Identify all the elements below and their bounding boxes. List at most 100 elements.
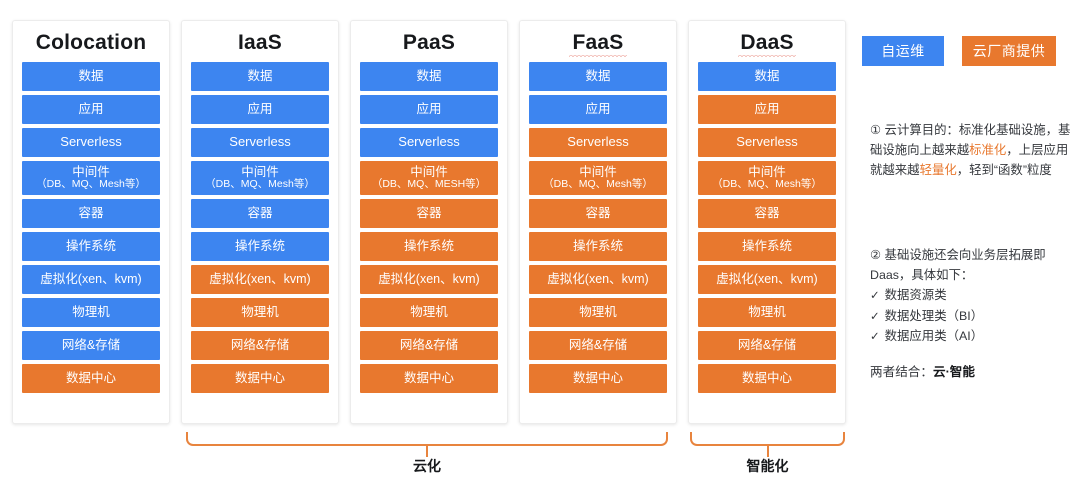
layer-label: 虚拟化(xen、kvm) <box>378 271 480 286</box>
layer-row[interactable]: 容器 <box>191 199 329 228</box>
layer-row[interactable]: 虚拟化(xen、kvm) <box>698 265 836 294</box>
layer-row[interactable]: 操作系统 <box>191 232 329 261</box>
layer-row[interactable]: 数据中心 <box>529 364 667 393</box>
column-title: PaaS <box>402 31 456 54</box>
layer-row[interactable]: 容器 <box>22 199 160 228</box>
layer-row[interactable]: 物理机 <box>360 298 498 327</box>
bracket-stem <box>766 446 769 457</box>
layer-label: 应用 <box>416 101 442 116</box>
layer-sublabel: （DB、MQ、MESH等） <box>371 178 487 191</box>
layer-label: 操作系统 <box>572 238 623 253</box>
layer-label: 容器 <box>585 205 611 220</box>
layer-row[interactable]: 中间件（DB、MQ、MESH等） <box>360 161 498 195</box>
layer-row[interactable]: 应用 <box>22 95 160 124</box>
layer-row[interactable]: 容器 <box>360 199 498 228</box>
layer-sublabel: （DB、MQ、Mesh等） <box>205 178 315 191</box>
note-2-text: 基础设施还会向业务层拓展即Daas，具体如下： <box>870 248 1046 283</box>
layer-row[interactable]: 数据 <box>191 62 329 91</box>
layer-row[interactable]: 数据中心 <box>191 364 329 393</box>
layer-row[interactable]: 物理机 <box>22 298 160 327</box>
legend-self-managed-label: 自运维 <box>881 43 925 59</box>
layer-row[interactable]: 虚拟化(xen、kvm) <box>360 265 498 294</box>
layer-stack: 数据 应用 Serverless 中间件（DB、MQ、Mesh等） 容器 操作系… <box>13 62 169 393</box>
list-item-label: 数据处理类（BI） <box>884 308 984 323</box>
layer-row[interactable]: 容器 <box>529 199 667 228</box>
layer-label: 中间件 <box>579 164 617 179</box>
layer-row[interactable]: 操作系统 <box>22 232 160 261</box>
layer-row[interactable]: 物理机 <box>698 298 836 327</box>
layer-row[interactable]: 物理机 <box>529 298 667 327</box>
layer-row[interactable]: 物理机 <box>191 298 329 327</box>
layer-label: 物理机 <box>748 304 786 319</box>
legend-cloud-provided[interactable]: 云厂商提供 <box>962 36 1056 66</box>
layer-row[interactable]: 操作系统 <box>698 232 836 261</box>
legend-self-managed[interactable]: 自运维 <box>862 36 944 66</box>
list-item: ✓数据处理类（BI） <box>870 306 1075 327</box>
layer-row[interactable]: 容器 <box>698 199 836 228</box>
layer-row[interactable]: 中间件（DB、MQ、Mesh等） <box>22 161 160 195</box>
layer-row[interactable]: 中间件（DB、MQ、Mesh等） <box>529 161 667 195</box>
layer-row[interactable]: 数据中心 <box>360 364 498 393</box>
column-card-daas[interactable]: DaaS 数据 应用 Serverless 中间件（DB、MQ、Mesh等） 容… <box>688 20 846 424</box>
column-card-iaas[interactable]: IaaS 数据 应用 Serverless 中间件（DB、MQ、Mesh等） 容… <box>181 20 339 424</box>
layer-label: 容器 <box>78 205 104 220</box>
layer-stack: 数据 应用 Serverless 中间件（DB、MQ、Mesh等） 容器 操作系… <box>520 62 676 393</box>
layer-label: 数据中心 <box>234 370 285 385</box>
layer-label: Serverless <box>736 134 798 150</box>
layer-row[interactable]: 网络&存储 <box>529 331 667 360</box>
layer-stack: 数据 应用 Serverless 中间件（DB、MQ、MESH等） 容器 操作系… <box>351 62 507 393</box>
layer-row[interactable]: Serverless <box>360 128 498 157</box>
layer-row[interactable]: 操作系统 <box>529 232 667 261</box>
layer-row[interactable]: Serverless <box>22 128 160 157</box>
layer-label: 虚拟化(xen、kvm) <box>40 271 142 286</box>
layer-row[interactable]: 应用 <box>529 95 667 124</box>
layer-row[interactable]: 网络&存储 <box>22 331 160 360</box>
layer-row[interactable]: 应用 <box>191 95 329 124</box>
layer-label: 网络&存储 <box>399 337 459 352</box>
layer-row[interactable]: 网络&存储 <box>360 331 498 360</box>
layer-row[interactable]: Serverless <box>698 128 836 157</box>
layer-row[interactable]: 应用 <box>360 95 498 124</box>
layer-row[interactable]: 数据 <box>698 62 836 91</box>
layer-label: 操作系统 <box>65 238 116 253</box>
layer-row[interactable]: 虚拟化(xen、kvm) <box>22 265 160 294</box>
layer-label: 应用 <box>78 101 104 116</box>
layer-row[interactable]: 数据 <box>529 62 667 91</box>
note-2-headline: ② 基础设施还会向业务层拓展即Daas，具体如下： <box>870 245 1075 285</box>
layer-label: 网络&存储 <box>61 337 121 352</box>
column-card-paas[interactable]: PaaS 数据 应用 Serverless 中间件（DB、MQ、MESH等） 容… <box>350 20 508 424</box>
layer-row[interactable]: 数据中心 <box>698 364 836 393</box>
layer-row[interactable]: 数据 <box>22 62 160 91</box>
layer-label: 中间件 <box>241 164 279 179</box>
layer-row[interactable]: 网络&存储 <box>698 331 836 360</box>
layer-label: 容器 <box>247 205 273 220</box>
column-title: IaaS <box>238 31 282 54</box>
layer-row[interactable]: 中间件（DB、MQ、Mesh等） <box>191 161 329 195</box>
layer-label: 网络&存储 <box>230 337 290 352</box>
layer-label: 数据中心 <box>65 370 116 385</box>
layer-label: 虚拟化(xen、kvm) <box>547 271 649 286</box>
layer-row[interactable]: 中间件（DB、MQ、Mesh等） <box>698 161 836 195</box>
layer-row[interactable]: 虚拟化(xen、kvm) <box>191 265 329 294</box>
column-title: DaaS <box>689 24 845 62</box>
column-card-colocation[interactable]: Colocation 数据 应用 Serverless 中间件（DB、MQ、Me… <box>12 20 170 424</box>
layer-sublabel: （DB、MQ、Mesh等） <box>712 178 822 191</box>
note-3-prefix: 两者结合： <box>870 365 933 379</box>
layer-label: 应用 <box>754 101 780 116</box>
column-card-faas[interactable]: FaaS 数据 应用 Serverless 中间件（DB、MQ、Mesh等） 容… <box>519 20 677 424</box>
layer-sublabel: （DB、MQ、Mesh等） <box>543 178 653 191</box>
layer-row[interactable]: 数据中心 <box>22 364 160 393</box>
layer-row[interactable]: 网络&存储 <box>191 331 329 360</box>
layer-row[interactable]: 应用 <box>698 95 836 124</box>
layer-row[interactable]: Serverless <box>191 128 329 157</box>
bracket-bar <box>186 432 668 446</box>
check-icon: ✓ <box>870 290 880 303</box>
layer-row[interactable]: 虚拟化(xen、kvm) <box>529 265 667 294</box>
layer-row[interactable]: 操作系统 <box>360 232 498 261</box>
layer-sublabel: （DB、MQ、Mesh等） <box>36 178 146 191</box>
layer-label: Serverless <box>60 134 122 150</box>
layer-row[interactable]: 数据 <box>360 62 498 91</box>
note-1-marker: ① <box>870 123 882 137</box>
layer-row[interactable]: Serverless <box>529 128 667 157</box>
